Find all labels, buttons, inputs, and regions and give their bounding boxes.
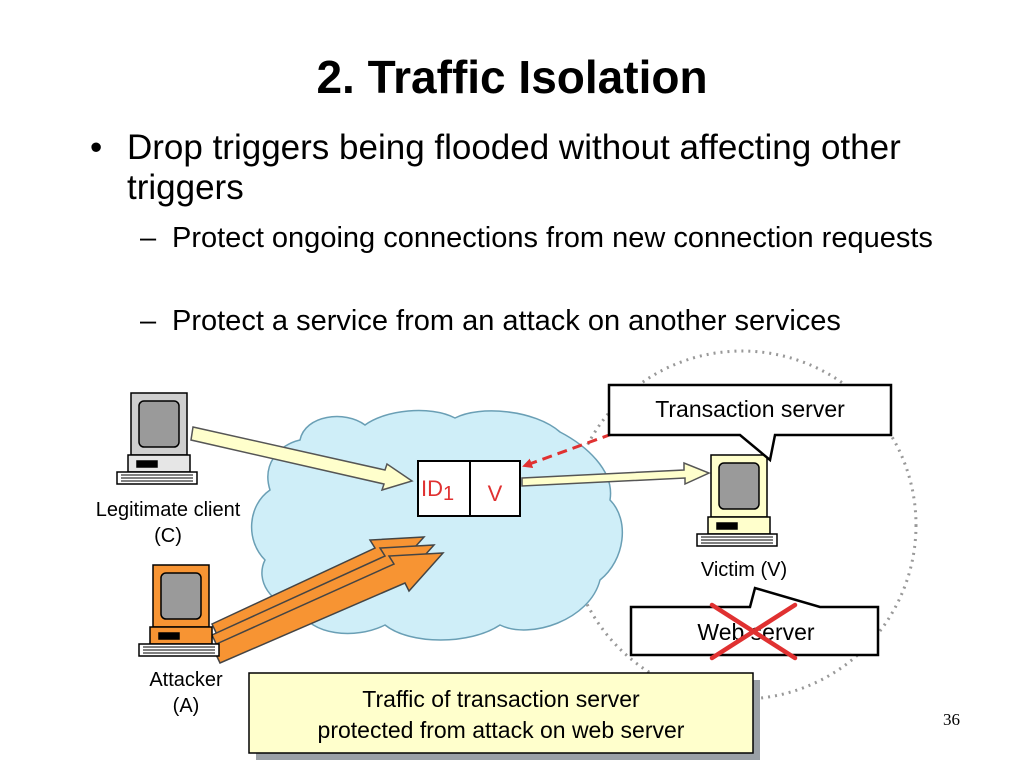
trigger-value-label: V	[487, 481, 503, 506]
legit-client-computer-icon	[116, 392, 198, 485]
page-number: 36	[943, 710, 960, 729]
sub-bullet-item: – Protect a service from an attack on an…	[140, 305, 960, 338]
sub-bullet-item: – Protect ongoing connections from new c…	[140, 222, 960, 255]
legit-traffic-arrow	[190, 426, 414, 492]
slide-title: 2. Traffic Isolation	[316, 51, 708, 103]
legit-client-label: Legitimate client (C)	[95, 499, 241, 547]
attacker-computer-icon	[138, 564, 220, 657]
forwarded-traffic-arrow	[521, 461, 711, 487]
trigger-id-label: ID1	[421, 476, 455, 505]
transaction-server-label: Transaction server	[655, 396, 845, 422]
attack-traffic-arrows	[210, 536, 445, 664]
note-box	[248, 672, 754, 754]
sub-bullet-marker: –	[140, 305, 157, 337]
sub-bullet-text: Protect a service from an attack on anot…	[172, 305, 841, 337]
victim-label: Victim (V)	[700, 559, 788, 581]
victim-computer-icon	[696, 454, 778, 547]
bullet-marker: •	[90, 128, 103, 167]
note-text: Traffic of transaction server protected …	[317, 686, 685, 743]
sub-bullet-text: Protect ongoing connections from new con…	[172, 222, 933, 254]
attacker-label: Attacker (A)	[149, 669, 223, 717]
bullet-text: Drop triggers being flooded without affe…	[127, 128, 901, 207]
bullet-item: • Drop triggers being flooded without af…	[90, 128, 950, 208]
sub-bullet-marker: –	[140, 222, 157, 254]
transaction-server-callout	[607, 383, 893, 463]
web-server-label: Web server	[697, 619, 815, 645]
